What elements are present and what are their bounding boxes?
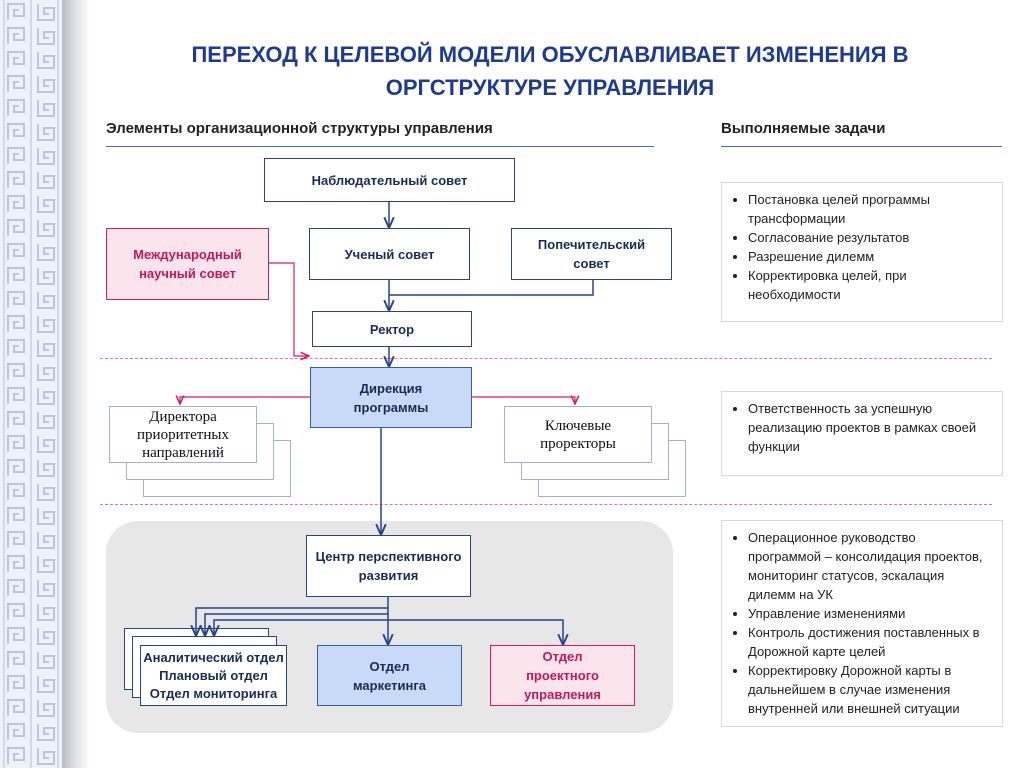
development-center-label: Центр перспективного развития [315, 549, 462, 583]
section-divider-2 [100, 504, 992, 505]
key-vice-rectors-box: Ключевые проректоры [504, 406, 652, 463]
supervisory-board-label: Наблюдательный совет [311, 172, 468, 188]
supervisory-board-box: Наблюдательный совет [264, 158, 515, 202]
border-shadow [62, 0, 90, 768]
project-management-department-box: Отдел проектного управления [490, 645, 635, 706]
academic-council-label: Ученый совет [344, 246, 435, 262]
page-title: ПЕРЕХОД К ЦЕЛЕВОЙ МОДЕЛИ ОБУСЛАВЛИВАЕТ И… [191, 42, 909, 100]
board-of-trustees-label: Попечительский совет [537, 237, 646, 271]
task-item: Согласование результатов [748, 228, 992, 247]
tasks-box-operations: Операционное руководство программой – ко… [721, 520, 1003, 727]
development-center-box: Центр перспективного развития [306, 535, 471, 597]
greek-key-pattern [0, 0, 62, 768]
right-column-header: Выполняемые задачи [721, 120, 886, 137]
analytics-department-label: Аналитический отдел [143, 649, 284, 665]
tasks-box-responsibility: Ответственность за успешную реализацию п… [721, 391, 1003, 476]
decorative-border [0, 0, 62, 768]
tasks-box-governance: Постановка целей программы трансформации… [721, 182, 1003, 322]
task-item: Корректировку Дорожной карты в дальнейше… [748, 661, 992, 718]
left-column-header: Элементы организационной структуры управ… [106, 120, 493, 137]
planning-department-label: Плановый отдел [159, 667, 268, 683]
task-item: Постановка целей программы трансформации [748, 190, 992, 228]
marketing-department-label: Отдел маркетинга [352, 658, 427, 693]
task-item: Операционное руководство программой – ко… [748, 528, 992, 604]
task-item: Разрешение дилемм [748, 247, 992, 266]
right-header-underline [721, 146, 1002, 147]
priority-directors-label: Директора приоритетных направлений [137, 408, 229, 461]
rector-box: Ректор [312, 311, 472, 347]
academic-council-box: Ученый совет [309, 228, 470, 280]
task-item: Управление изменениями [748, 604, 992, 623]
task-item: Контроль достижения поставленных в Дорож… [748, 623, 992, 661]
rector-label: Ректор [369, 321, 415, 337]
section-divider-1 [100, 358, 992, 359]
task-item: Корректировка целей, при необходимости [748, 266, 992, 304]
key-vice-rectors-label: Ключевые проректоры [540, 417, 616, 452]
project-management-department-label: Отдел проектного управления [524, 649, 601, 702]
program-directorate-box: Дирекция программы [310, 367, 472, 428]
marketing-department-box: Отдел маркетинга [317, 645, 462, 706]
task-item: Ответственность за успешную реализацию п… [748, 399, 992, 456]
left-header-underline [106, 146, 654, 147]
program-directorate-label: Дирекция программы [353, 380, 429, 415]
priority-directors-box: Директора приоритетных направлений [109, 406, 257, 463]
international-council-box: Международный научный совет [106, 228, 269, 300]
board-of-trustees-box: Попечительский совет [511, 228, 672, 280]
monitoring-department-label: Отдел мониторинга [149, 685, 278, 701]
analytics-department-box: Аналитический отдел Плановый отдел Отдел… [140, 645, 287, 706]
international-council-label: Международный научный совет [133, 247, 242, 281]
